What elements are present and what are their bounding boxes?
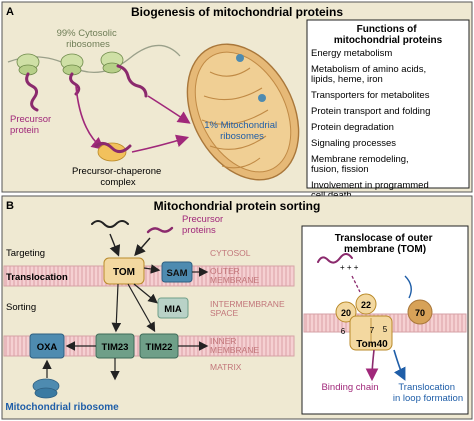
svg-text:OXA: OXA [37,342,58,353]
tom-receptor-20: 20 [335,301,357,323]
function-item: Transporters for metabolites [311,90,430,101]
precursor-protein-chain [146,226,174,234]
loop-formation-arrow [393,349,406,381]
functions-title: Functions of mitochondrial proteins [334,24,443,46]
arrow-to-tom [134,237,151,257]
matrix-label: MATRIX [210,362,242,372]
inset-precursor-path [351,275,361,293]
cytosolic-ribosome [100,51,124,74]
tom40-channel [349,315,393,351]
panel-a-label: A [6,6,14,18]
oxa-complex: OXA [29,333,65,359]
tim23-complex: TIM23 [95,333,135,359]
mitochondrion-illustration [186,43,300,181]
precursor-chain [69,72,81,96]
sorting-label: Sorting [6,302,36,313]
svg-text:TIM22: TIM22 [146,342,173,353]
panel-b-label: B [6,200,14,212]
svg-text:20: 20 [341,308,351,318]
panel-a-title: Biogenesis of mitochondrial proteins [131,5,343,19]
import-arrow [131,134,190,153]
inset-loop-path [404,275,412,299]
targeting-label: Targeting [6,248,45,259]
tim22-complex: TIM22 [139,333,179,359]
mitochondrial-ribosome-icon [32,378,60,399]
precursor-chain [25,72,39,112]
outer-membrane-label: OUTER MEMBRANE [210,266,259,285]
functions-box [306,19,470,189]
arrow-tom-tim22 [127,283,156,333]
precursor-chaperone-label: Precursor-chaperone complex [72,166,164,188]
function-item: Membrane remodeling,fusion, fission [311,154,409,175]
binding-chain-arrow [365,349,379,382]
translocation-label: Translocation [6,272,68,283]
panel-b-title: Mitochondrial protein sorting [154,199,321,213]
intermembrane-space-label: INTERMEMBRANE SPACE [210,299,287,318]
function-item: Protein degradation [311,122,394,133]
arrow-tom-tim23 [111,283,122,333]
arrow-to-tom [109,233,121,257]
tom-inset-title: Translocase of outer membrane (TOM) [335,233,436,255]
cytosolic-ribosome [16,53,40,76]
arrow-tom-sam [143,264,161,274]
tom7-label: 7 [370,326,375,335]
function-item: Protein transport and folding [311,106,430,117]
loop-formation-label: Translocation in loop formation [393,382,463,404]
mia-complex: MIA [157,297,189,319]
precursor-protein-chain [91,220,129,228]
tom40-label: Tom40 [356,339,388,350]
tom5-label: 5 [383,325,388,334]
cytosolic-ribosomes-label: 99% Cytosolic ribosomes [57,28,120,50]
tom-receptor-70: 70 [407,299,433,325]
tom-complex: TOM [103,257,145,285]
cytosol-label: CYTOSOL [210,248,251,258]
positive-charges: + + + [340,263,359,272]
sam-complex: SAM [161,261,193,283]
binding-chain-label: Binding chain [321,382,378,393]
precursor-proteins-label: Precursor proteins [182,214,226,236]
mito-ribosomes-label: 1% Mitochondrial ribosomes [204,120,280,142]
function-item: Signaling processes [311,138,396,149]
function-item: Metabolism of amino acids,lipids, heme, … [311,64,426,85]
precursor-chain [116,64,148,98]
svg-text:22: 22 [361,300,371,310]
svg-text:SAM: SAM [166,268,187,279]
mito-ribosome-label: Mitochondrial ribosome [5,402,119,413]
svg-text:MIA: MIA [164,304,182,315]
svg-text:TOM: TOM [113,267,135,278]
function-item: Energy metabolism [311,48,392,59]
precursor-protein-label: Precursor protein [10,114,54,136]
import-arrow [147,95,191,124]
inset-precursor-chain [317,253,353,264]
mrna-strand [7,44,181,73]
arrow-tom-mia [133,283,158,304]
svg-text:70: 70 [415,308,425,318]
chaperone-complex-icon [94,141,132,162]
inner-membrane-label: INNER MEMBRANE [210,336,259,355]
outer-membrane [3,265,295,287]
svg-text:TIM23: TIM23 [102,342,129,353]
tom6-label: 6 [341,327,346,336]
cytosolic-ribosome [60,53,84,76]
tom-receptor-22: 22 [355,293,377,315]
